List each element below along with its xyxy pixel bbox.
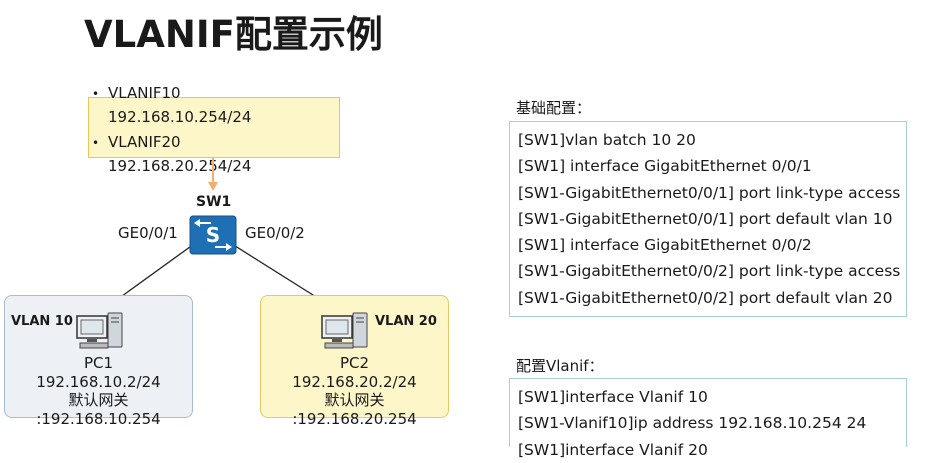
slide-title: VLANIF配置示例	[84, 13, 383, 56]
callout-arrow	[208, 158, 218, 191]
config-line: [SW1-GigabitEthernet0/0/1] port link-typ…	[518, 183, 901, 202]
pc1-ip: 192.168.10.2/24	[36, 373, 161, 391]
vlanif10-label: VLANIF10	[108, 84, 181, 102]
switch-icon: S	[189, 215, 237, 255]
switch-label: SW1	[196, 194, 232, 210]
pc2-vlan-label: VLAN 20	[375, 314, 437, 329]
config-line: [SW1] interface GigabitEthernet 0/0/2	[518, 236, 812, 255]
vlanif-config-block: [SW1]interface Vlanif 10 [SW1-Vlanif10]i…	[509, 378, 907, 459]
computer-icon	[321, 312, 368, 349]
pc1-vlan-label: VLAN 10	[11, 314, 73, 329]
config-line: [SW1]vlan batch 10 20	[518, 131, 696, 149]
pc2-gateway: :192.168.20.254	[292, 410, 417, 428]
computer-icon	[76, 312, 123, 349]
config-line: [SW1-GigabitEthernet0/0/2] port link-typ…	[518, 262, 901, 281]
config-line: [SW1]interface Vlanif 20	[518, 440, 708, 459]
bullet: •	[92, 87, 100, 101]
pc1-name: PC1	[83, 354, 114, 372]
pc1-gateway-label: 默认网关	[68, 391, 129, 409]
vlanif-config-title: 配置Vlanif：	[516, 357, 604, 375]
pc1-gateway: :192.168.10.254	[36, 410, 161, 428]
config-line: [SW1] interface GigabitEthernet 0/0/1	[518, 157, 812, 176]
pc2-name: PC2	[339, 354, 370, 372]
bullet: •	[92, 136, 100, 150]
config-line: [SW1]interface Vlanif 10	[518, 388, 708, 406]
pc2-gateway-label: 默认网关	[324, 391, 385, 409]
port-left-label: GE0/0/1	[118, 224, 178, 242]
config-line: [SW1-GigabitEthernet0/0/2] port default …	[518, 288, 893, 307]
basic-config-title: 基础配置：	[516, 99, 592, 117]
vlanif20-label: VLANIF20	[108, 133, 181, 151]
port-right-label: GE0/0/2	[245, 224, 305, 242]
basic-config-block: [SW1]vlan batch 10 20 [SW1] interface Gi…	[509, 121, 907, 317]
vlanif20-ip: 192.168.20.254/24	[108, 157, 252, 175]
vlanif10-ip: 192.168.10.254/24	[108, 108, 252, 126]
pc2-ip: 192.168.20.2/24	[292, 373, 417, 391]
config-line: [SW1-GigabitEthernet0/0/1] port default …	[518, 209, 893, 228]
vlanif-callout	[88, 97, 340, 158]
config-line: [SW1-Vlanif10]ip address 192.168.10.254 …	[518, 414, 867, 433]
switch-glyph: S	[206, 223, 220, 247]
